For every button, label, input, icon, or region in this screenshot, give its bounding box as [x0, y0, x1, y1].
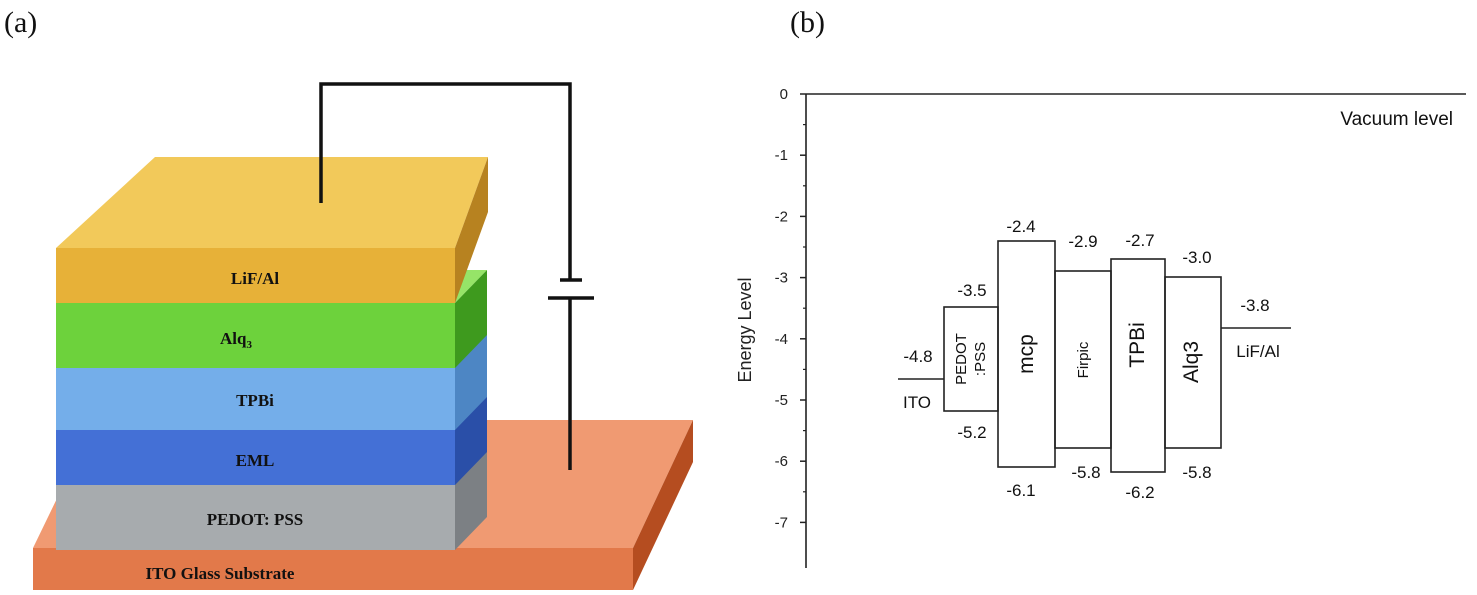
ito-substrate-side-face	[633, 420, 693, 590]
lifal-level: -3.8 LiF/Al	[1221, 296, 1291, 361]
ito-substrate-front-face	[33, 548, 633, 590]
mcp-top-label: -2.4	[1006, 217, 1035, 236]
lifal-label: LiF/Al	[231, 269, 279, 288]
firpic-top-label: -2.9	[1068, 232, 1097, 251]
tpbi-name: TPBi	[1126, 322, 1149, 368]
pedot-label: PEDOT: PSS	[207, 510, 304, 529]
eml-front-face	[56, 428, 455, 485]
firpic-name: Firpic	[1075, 341, 1092, 378]
panel-a-label: (a)	[4, 6, 37, 39]
alq3-side-face	[455, 270, 487, 368]
y-axis-title: Energy Level	[735, 277, 755, 382]
y-tick-label: -7	[775, 514, 788, 531]
axes	[805, 93, 1466, 568]
vacuum-level-label: Vacuum level	[1340, 109, 1453, 130]
pedot-name-line1: PEDOT	[953, 333, 970, 385]
pedot-front-face	[56, 483, 455, 550]
pedot-top-label: -3.5	[957, 281, 986, 300]
eml-side-face	[455, 395, 487, 485]
tpbi-label: TPBi	[236, 391, 274, 410]
lifal-top-face	[56, 157, 488, 248]
eml-label: EML	[236, 451, 275, 470]
y-tick-label: -1	[775, 147, 788, 164]
y-tick-label: 0	[780, 86, 788, 103]
y-tick-label: -6	[775, 453, 788, 470]
y-ticks: 0 -1 -2 -3 -4 -5 -6 -7	[775, 86, 806, 531]
layer-lif-al: LiF/Al	[56, 157, 488, 303]
alq3-label: Alq3	[220, 329, 252, 351]
panel-b-label: (b)	[790, 6, 825, 39]
ito-name-label: ITO	[903, 393, 931, 412]
y-tick-label: -4	[775, 331, 788, 348]
ito-level: -4.8 ITO	[898, 347, 944, 412]
lifal-front-face	[56, 248, 455, 303]
alq3-level-box: -3.0 -5.8 Alq3	[1164, 248, 1222, 482]
pedot-bottom-label: -5.2	[957, 423, 986, 442]
y-tick-label: -2	[775, 208, 788, 225]
alq3-bottom-label: -5.8	[1182, 463, 1211, 482]
lifal-value-label: -3.8	[1240, 296, 1269, 315]
alq3-top-label: -3.0	[1182, 248, 1211, 267]
tpbi-top-label: -2.7	[1125, 231, 1154, 250]
y-tick-label: -5	[775, 392, 788, 409]
lifal-side-face	[455, 157, 488, 303]
tpbi-front-face	[56, 366, 455, 430]
lifal-name-label: LiF/Al	[1236, 342, 1279, 361]
pedot-name-line2: :PSS	[972, 342, 989, 376]
tpbi-level-box: -2.7 -6.2 TPBi	[1110, 231, 1166, 502]
tpbi-bottom-label: -6.2	[1125, 483, 1154, 502]
wire-top	[319, 82, 572, 280]
firpic-bottom-label: -5.8	[1071, 463, 1100, 482]
tpbi-side-face	[455, 333, 487, 430]
ito-value-label: -4.8	[903, 347, 932, 366]
circuit-wire	[319, 82, 594, 470]
pedot-level-box: -3.5 -5.2 PEDOT :PSS	[943, 281, 999, 442]
ito-substrate-label: ITO Glass Substrate	[146, 564, 295, 583]
panel-a: (a) ITO Glass Substrate PEDOT: PSS EML	[4, 6, 693, 590]
panel-b: (b) 0 -1 -2 -3 -4 -5 -6 -7 Energy Level Vacuum …	[735, 6, 1466, 568]
alq3-front-face	[56, 303, 455, 368]
firpic-level-box: -2.9 -5.8 Firpic	[1054, 232, 1112, 482]
alq3-box	[1164, 276, 1222, 449]
mcp-name: mcp	[1015, 334, 1038, 374]
y-tick-label: -3	[775, 270, 788, 287]
alq3-name: Alq3	[1180, 341, 1203, 383]
mcp-bottom-label: -6.1	[1006, 481, 1035, 500]
mcp-level-box: -2.4 -6.1 mcp	[997, 217, 1056, 500]
